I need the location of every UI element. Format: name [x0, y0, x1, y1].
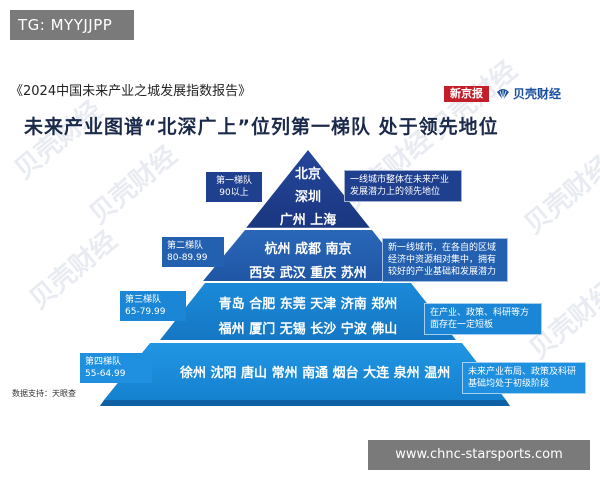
tier4-description: 未来产业布局、政策及科研基础均处于初级阶段 — [462, 362, 586, 394]
tier2-city-line-1: 杭州 成都 南京 — [264, 242, 352, 257]
tier2-city-line-2: 西安 武汉 重庆 苏州 — [249, 266, 367, 281]
tier4-city-line-1: 徐州 沈阳 唐山 常州 南通 烟台 大连 泉州 温州 — [180, 366, 451, 381]
data-source: 数据支持：天眼查 — [12, 389, 76, 398]
tier4-label: 第四梯队 55-64.99 — [80, 353, 152, 383]
tier4-range: 55-64.99 — [85, 369, 126, 379]
tier3-range: 65-79.99 — [125, 307, 166, 317]
page-title: 未来产业图谱“北深广上”位列第一梯队 处于领先地位 — [24, 116, 499, 138]
tier1-city-line-1: 北京 — [294, 167, 321, 182]
tier1-city-line-2: 深圳 — [294, 190, 321, 205]
tier3-label: 第三梯队 65-79.99 — [120, 291, 186, 321]
tier1-description: 一线城市整体在未来产业发展潜力上的领先地位 — [344, 170, 462, 202]
tier3-name: 第三梯队 — [125, 295, 162, 305]
url-overlay: www.chnc-starsports.com — [368, 440, 590, 470]
pyramid-tier-2 — [203, 230, 412, 281]
tier1-city-line-3: 广州 上海 — [279, 213, 337, 228]
tier2-label: 第二梯队 80-89.99 — [162, 237, 224, 267]
tier1-name: 第一梯队 — [215, 176, 252, 186]
xinjingbao-logo: 新京报 — [444, 86, 489, 102]
shell-icon — [497, 88, 509, 100]
beike-logo-text: 贝壳财经 — [513, 87, 562, 101]
tier2-name: 第二梯队 — [167, 241, 204, 251]
tier3-city-line-2: 福州 厦门 无锡 长沙 宁波 佛山 — [218, 322, 398, 337]
beike-logo: 贝壳财经 — [496, 85, 561, 102]
tier1-label: 第一梯队 90以上 — [206, 172, 262, 202]
pyramid-tier-4 — [104, 343, 506, 400]
pyramid-tier-3 — [160, 283, 456, 340]
report-subtitle: 《2024中国未来产业之城发展指数报告》 — [10, 84, 252, 99]
overlay-tag: TG: MYYJJPP — [10, 10, 134, 40]
tier2-range: 80-89.99 — [167, 253, 208, 263]
pyramid-tier-1 — [246, 150, 370, 228]
tier3-description: 在产业、政策、科研等方面存在一定短板 — [424, 303, 542, 335]
tier2-description: 新一线城市，在各自的区域经济中资源相对集中，拥有较好的产业基础和发展潜力 — [382, 238, 508, 282]
tier4-name: 第四梯队 — [85, 357, 122, 367]
tier3-city-line-1: 青岛 合肥 东莞 天津 济南 郑州 — [218, 297, 398, 312]
tier1-range: 90以上 — [219, 188, 249, 198]
